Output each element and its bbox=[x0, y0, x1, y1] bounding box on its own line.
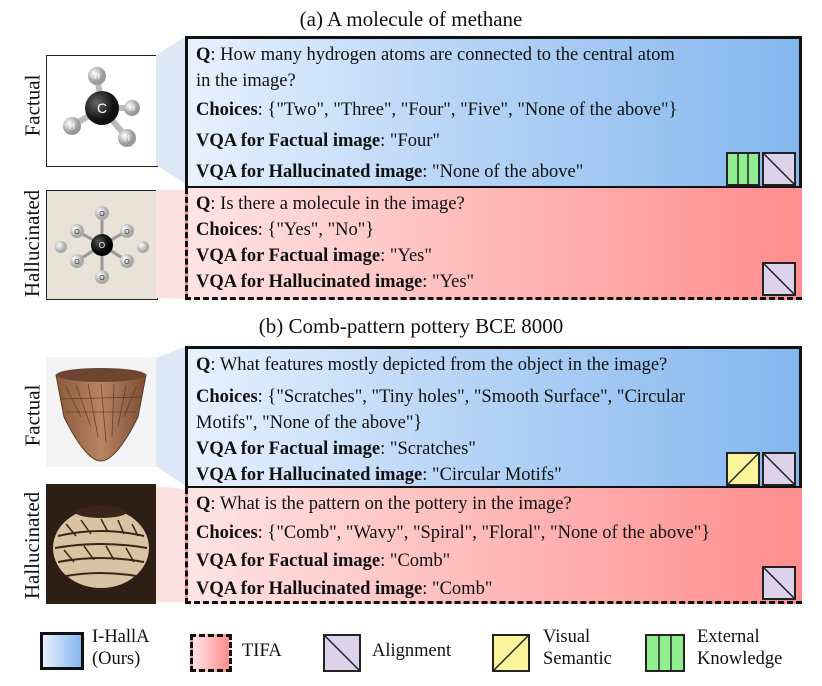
svg-text:O: O bbox=[99, 211, 105, 218]
panel-a-title: (a) A molecule of methane bbox=[299, 7, 523, 31]
svg-text:O: O bbox=[124, 229, 130, 236]
panel-b-hallucinated-qa-box: Q: What is the pattern on the pottery in… bbox=[185, 488, 802, 604]
svg-text:H: H bbox=[69, 122, 75, 131]
legend-alignment-swatch bbox=[323, 634, 361, 672]
svg-text:H: H bbox=[129, 104, 135, 113]
methane-image: C H H H H bbox=[46, 55, 158, 167]
legend-tifa-swatch bbox=[190, 634, 232, 672]
panel-a-connectors bbox=[156, 36, 186, 299]
panel-a-factual-qa-box: Q: How many hydrogen atoms are connected… bbox=[185, 36, 802, 189]
svg-text:O: O bbox=[74, 229, 80, 236]
panel-a-factual-label: Factual bbox=[20, 74, 45, 136]
alignment-tag bbox=[762, 566, 796, 600]
svg-text:O: O bbox=[99, 275, 105, 282]
panel-a-hallucinated-label: Hallucinated bbox=[20, 189, 45, 297]
legend-ihalla-label: I-HallA(Ours) bbox=[92, 627, 150, 669]
panel-b-factual-qa-box: Q: What features mostly depicted from th… bbox=[185, 346, 802, 489]
hexagonal-molecule-image: O O O O O O O bbox=[46, 190, 158, 300]
legend-alignment-label: Alignment bbox=[372, 641, 452, 661]
alignment-tag bbox=[762, 452, 796, 486]
visual-semantic-tag bbox=[726, 452, 760, 486]
svg-text:O: O bbox=[99, 241, 105, 250]
panel-b-factual-label: Factual bbox=[20, 384, 45, 446]
carbon-atom-label: C bbox=[97, 100, 107, 116]
svg-text:O: O bbox=[124, 259, 130, 266]
svg-text:O: O bbox=[74, 259, 80, 266]
legend-ihalla-swatch bbox=[40, 632, 84, 670]
svg-text:H: H bbox=[124, 134, 130, 143]
patterned-vase-image bbox=[46, 484, 156, 604]
legend-tifa-label: TIFA bbox=[242, 641, 282, 661]
external-knowledge-tag bbox=[726, 152, 760, 186]
pottery-bowl-image bbox=[46, 357, 156, 467]
panel-b-connectors bbox=[156, 346, 186, 602]
legend-external-knowledge-swatch bbox=[645, 634, 685, 672]
alignment-tag bbox=[762, 152, 796, 186]
legend-visual-semantic-swatch bbox=[492, 634, 530, 672]
panel-b-title: (b) Comb-pattern pottery BCE 8000 bbox=[258, 314, 564, 338]
svg-text:H: H bbox=[94, 72, 100, 81]
panel-a-hallucinated-qa-box: Q: Is there a molecule in the image? Cho… bbox=[185, 188, 802, 300]
panel-b-hallucinated-label: Hallucinated bbox=[20, 491, 45, 599]
alignment-tag bbox=[762, 262, 796, 296]
